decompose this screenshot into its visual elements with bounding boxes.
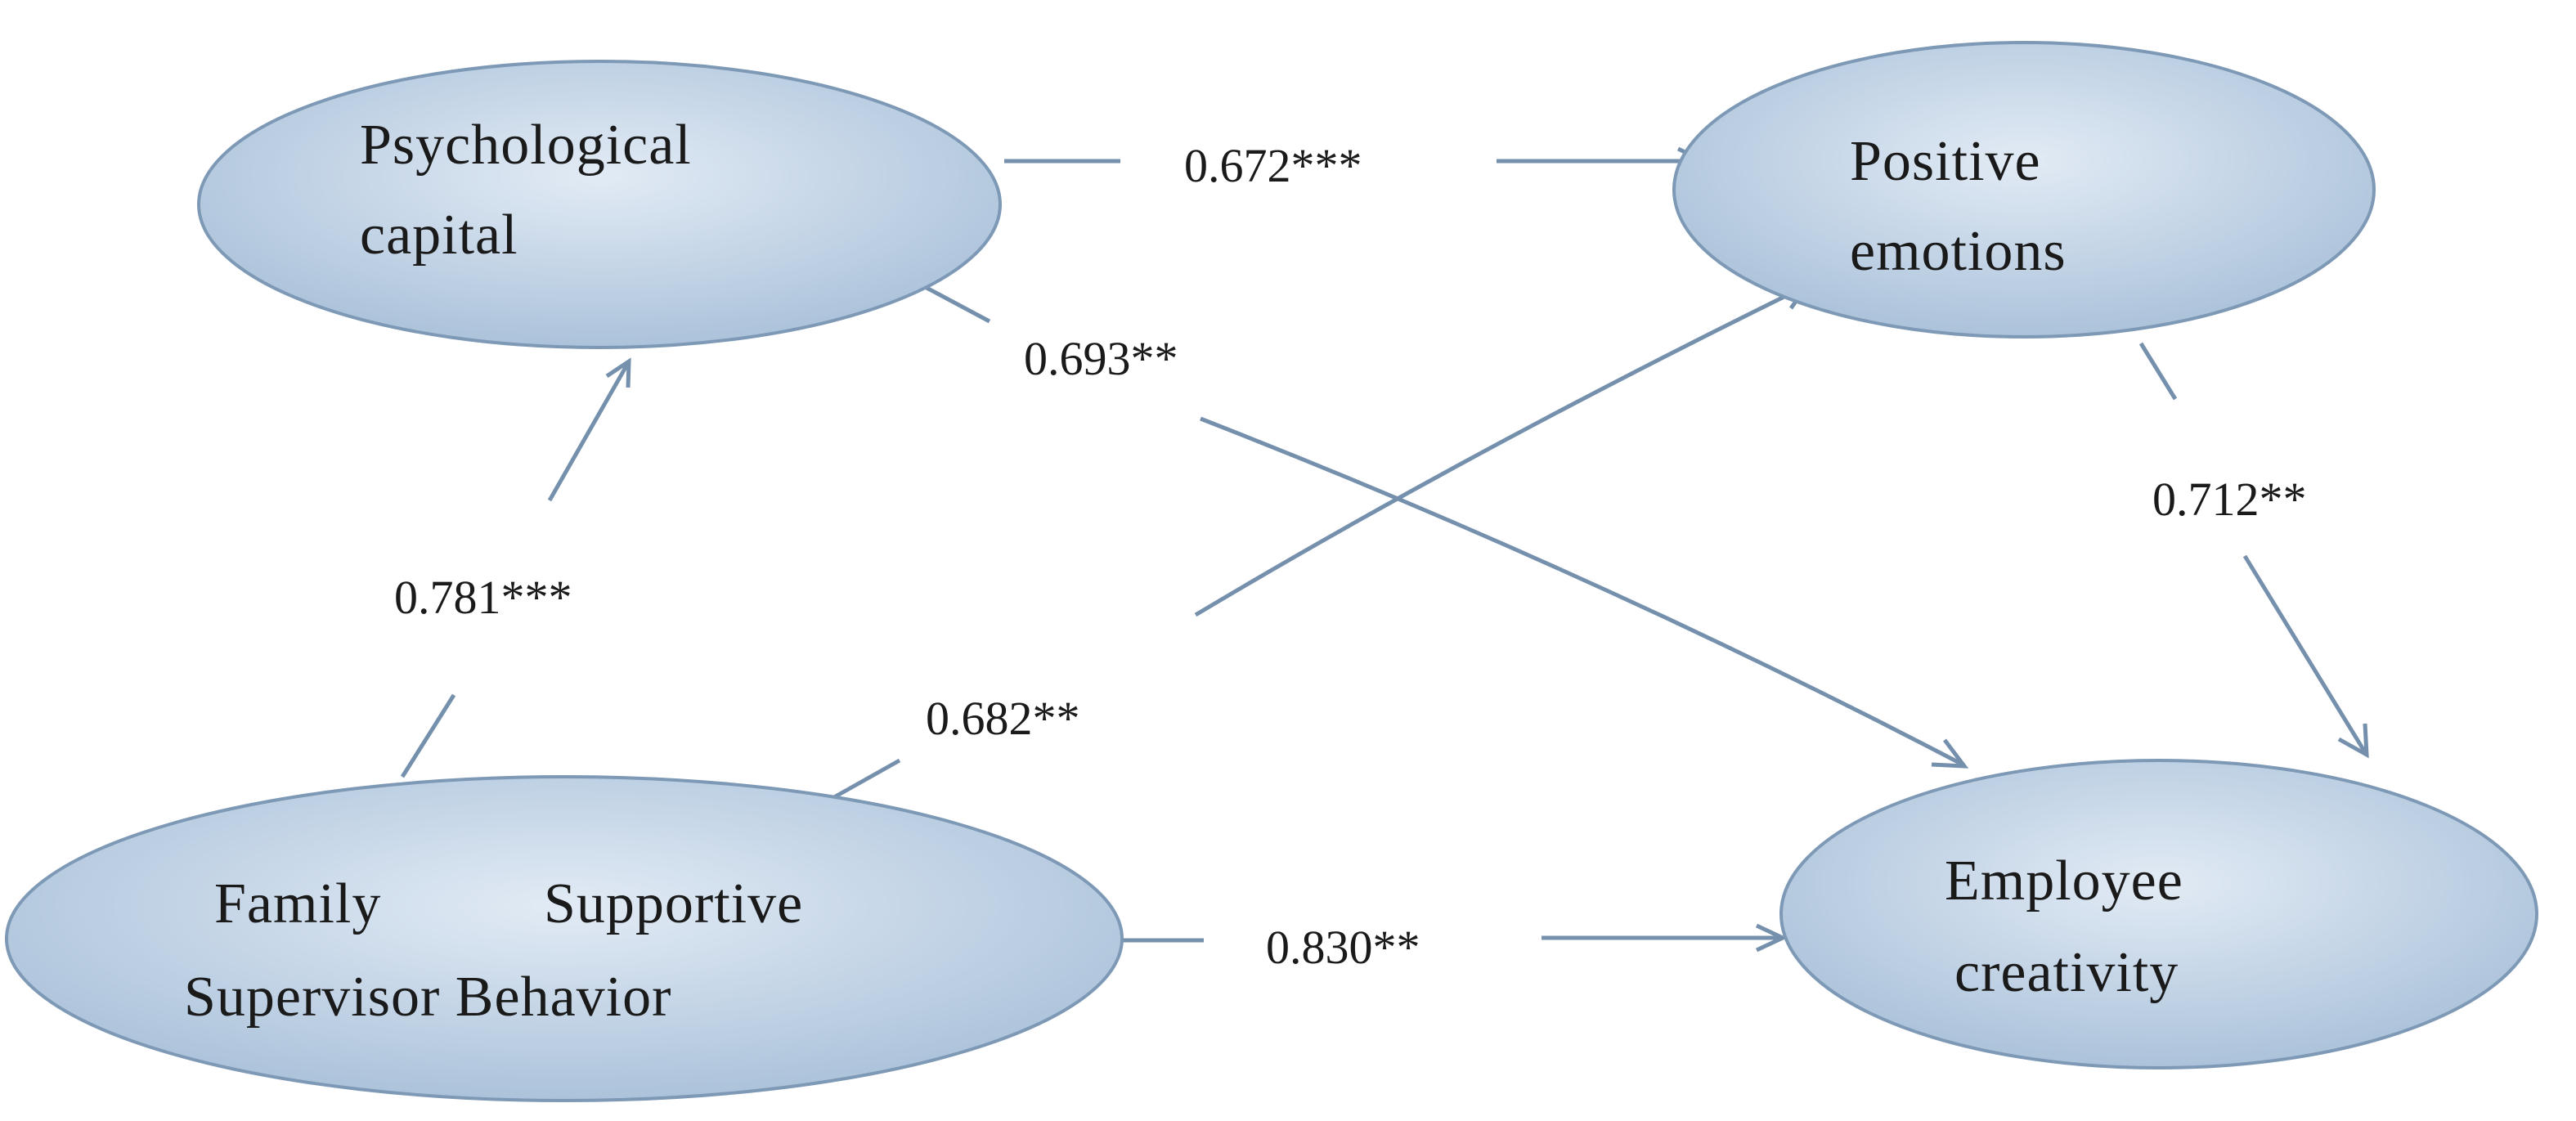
edge-label-fssb-to-creativity: 0.830** — [1266, 921, 1420, 974]
node-label-positive-line1: Positive — [1850, 130, 2041, 193]
edge-label-fssb-to-psych: 0.781*** — [394, 571, 572, 624]
node-label-fssb-supportive: Supportive — [544, 872, 803, 935]
node-label-creativity-line2: creativity — [1954, 941, 2179, 1004]
node-positive-emotions: Positive emotions — [1672, 41, 2376, 339]
edge-fssb-to-creativity: 0.830** — [1122, 921, 1788, 974]
edge-fssb-to-positive: 0.682** — [832, 282, 1811, 800]
node-psychological-capital: Psychological capital — [197, 60, 1002, 349]
node-label-psych-line1: Psychological — [360, 114, 692, 177]
node-label-fssb-family: Family — [214, 872, 381, 935]
edge-psych-to-creativity: 0.693** — [914, 280, 1969, 769]
node-label-creativity-line1: Employee — [1945, 850, 2183, 912]
node-label-positive-line2: emotions — [1850, 220, 2067, 283]
edge-label-psych-to-creativity: 0.693** — [1024, 332, 1178, 385]
edge-label-fssb-to-positive: 0.682** — [926, 692, 1080, 745]
node-label-psych-line2: capital — [360, 204, 518, 267]
node-fssb: Family Supportive Supervisor Behavior — [5, 775, 1124, 1102]
node-employee-creativity: Employee creativity — [1779, 759, 2538, 1069]
edge-positive-to-creativity: 0.712** — [2138, 342, 2369, 759]
edge-psych-to-positive: 0.672*** — [1004, 139, 1709, 192]
edge-label-positive-to-creativity: 0.712** — [2152, 473, 2307, 526]
node-label-fssb-line2: Supervisor Behavior — [184, 966, 671, 1029]
edge-fssb-to-psych: 0.781*** — [394, 357, 631, 778]
edge-label-psych-to-positive: 0.672*** — [1184, 139, 1362, 192]
